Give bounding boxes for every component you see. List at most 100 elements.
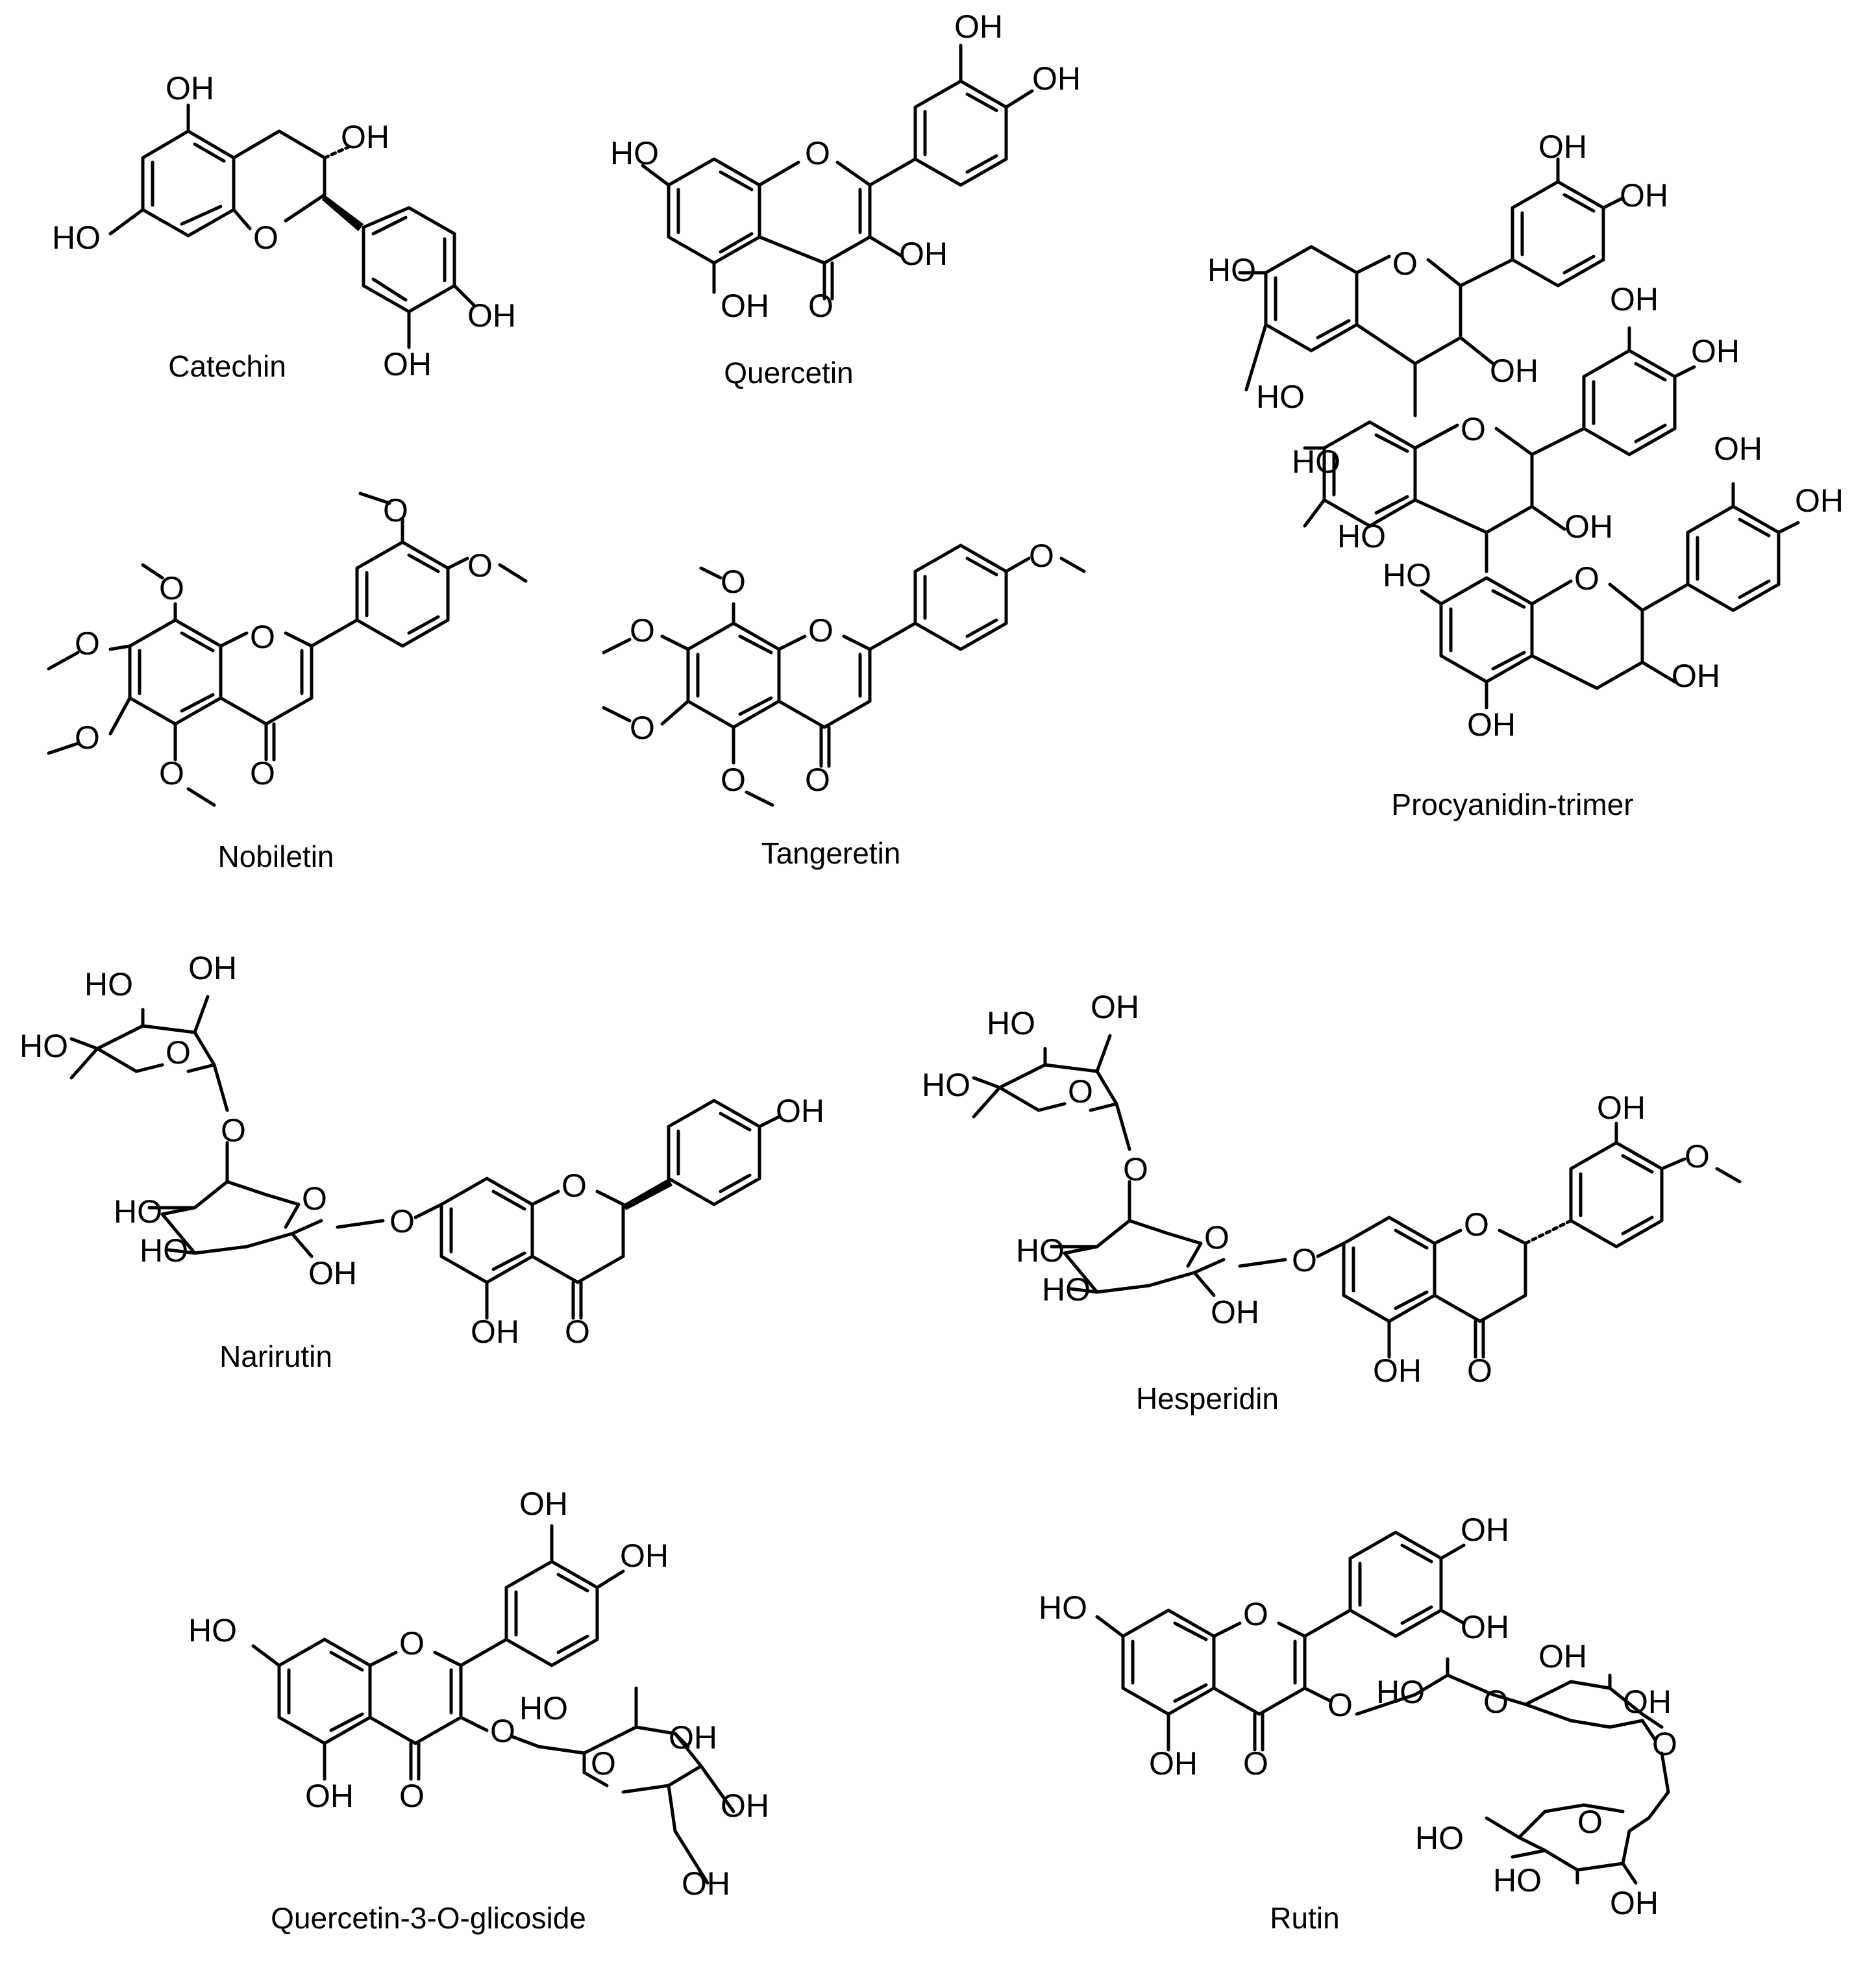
label-o: O — [467, 547, 493, 584]
label-oh: OH — [1461, 1512, 1509, 1548]
compound-name: Quercetin — [724, 356, 853, 390]
label-o: O — [808, 288, 833, 324]
label-oh: OH — [1597, 1090, 1646, 1126]
compound-name: Catechin — [168, 349, 286, 383]
label-ho: HO — [1039, 1589, 1087, 1626]
label-oh: OH — [1032, 60, 1081, 97]
structure-catechin: OH OH HO O OH OH Catechin — [52, 70, 516, 383]
label-ho: HO — [1207, 252, 1256, 288]
label-o: O — [1574, 560, 1599, 597]
structure-hesperidin: OH HO HO O O HO O HO OH O O OH O OH O He… — [922, 989, 1742, 1415]
label-ho: HO — [1016, 1232, 1065, 1269]
compound-name: Narirutin — [219, 1339, 332, 1373]
label-ho: HO — [1376, 1674, 1425, 1710]
label-oh: OH — [166, 70, 214, 106]
label-o: O — [808, 612, 833, 649]
compound-name: Procyanidin-trimer — [1391, 788, 1633, 821]
label-oh: OH — [899, 236, 948, 272]
label-o: O — [221, 1112, 246, 1149]
label-oh: OH — [383, 346, 432, 382]
label-ho: HO — [610, 135, 659, 171]
label-o: O — [1327, 1687, 1353, 1723]
label-oh: OH — [721, 288, 769, 324]
label-ho: HO — [987, 1005, 1035, 1041]
label-oh: OH — [1461, 1609, 1509, 1645]
compound-name: Hesperidin — [1136, 1382, 1279, 1415]
label-o: O — [1292, 1242, 1317, 1278]
label-o: O — [389, 1203, 415, 1239]
label-oh: OH — [669, 1719, 717, 1756]
label-oh: OH — [1564, 508, 1613, 545]
label-ho: HO — [114, 1193, 162, 1230]
label-oh: OH — [1467, 706, 1516, 743]
label-o: O — [1652, 1726, 1677, 1762]
structure-procyanidin-trimer: OH OH HO O OH HO OH OH HO O OH HO OH OH … — [1207, 129, 1844, 821]
label-ho: HO — [1493, 1862, 1542, 1899]
label-o: O — [630, 710, 655, 746]
label-o: O — [565, 1314, 590, 1350]
label-oh: OH — [1610, 1885, 1659, 1921]
compound-name: Tangeretin — [761, 836, 901, 870]
label-oh: OH — [1149, 1745, 1198, 1782]
label-o: O — [75, 719, 100, 756]
label-oh: OH — [471, 1314, 519, 1350]
label-oh: OH — [1490, 353, 1538, 389]
label-o: O — [1392, 245, 1418, 282]
compound-name: Quercetin-3-O-glicoside — [271, 1901, 586, 1935]
label-o: O — [1685, 1138, 1710, 1175]
label-o: O — [1577, 1804, 1603, 1840]
label-oh: OH — [620, 1538, 669, 1574]
label-o: O — [159, 570, 184, 606]
label-o: O — [805, 762, 830, 798]
label-ho: HO — [1383, 557, 1431, 593]
label-ho: HO — [922, 1067, 970, 1103]
label-o: O — [1464, 1206, 1489, 1243]
label-oh: OH — [1795, 482, 1844, 519]
label-o: O — [250, 755, 275, 791]
label-oh: OH — [519, 1486, 568, 1522]
label-oh: OH — [1538, 129, 1587, 165]
label-ho: HO — [519, 1690, 568, 1726]
label-oh: OH — [1623, 1684, 1672, 1720]
compound-name: Rutin — [1270, 1901, 1339, 1935]
label-o: O — [1243, 1596, 1268, 1632]
label-oh: OH — [1620, 177, 1668, 214]
label-oh: OH — [188, 950, 237, 986]
label-o: O — [399, 1625, 425, 1662]
label-o: O — [75, 625, 100, 662]
label-ho: HO — [1337, 518, 1386, 554]
label-oh: OH — [1610, 281, 1659, 318]
label-o: O — [630, 612, 655, 649]
label-ho: HO — [52, 219, 101, 256]
label-o: O — [721, 762, 746, 798]
label-oh: OH — [721, 1787, 769, 1824]
label-o: O — [562, 1167, 587, 1204]
label-o: O — [253, 219, 278, 256]
label-ho: HO — [188, 1612, 237, 1649]
label-o: O — [1467, 1352, 1492, 1389]
label-oh: OH — [1672, 658, 1720, 694]
label-o: O — [399, 1778, 425, 1814]
label-oh: OH — [776, 1093, 824, 1129]
label-oh: OH — [1691, 333, 1740, 369]
label-oh: OH — [1091, 989, 1139, 1025]
label-o: O — [1461, 411, 1486, 447]
label-oh: OH — [341, 119, 389, 155]
label-o: O — [159, 755, 184, 791]
structure-rutin: HO O OH OH O HO OH O OH O O HO HO OH OH … — [1039, 1512, 1677, 1935]
label-oh: OH — [682, 1865, 730, 1902]
label-ho: HO — [1415, 1820, 1464, 1856]
label-o: O — [490, 1713, 515, 1749]
label-ho: HO — [1292, 443, 1340, 480]
label-ho: HO — [1042, 1271, 1091, 1308]
label-o: O — [1123, 1151, 1148, 1188]
label-o: O — [1483, 1684, 1509, 1720]
label-o: O — [1068, 1073, 1093, 1110]
compound-name: Nobiletin — [218, 840, 334, 873]
structure-quercetin-3-o-glicoside: OH OH HO O O HO O OH OH OH OH O Querceti… — [188, 1486, 769, 1935]
label-o: O — [591, 1745, 616, 1782]
structure-nobiletin: O O O O O O O O Nobiletin — [47, 492, 528, 873]
label-oh: OH — [1373, 1352, 1422, 1389]
